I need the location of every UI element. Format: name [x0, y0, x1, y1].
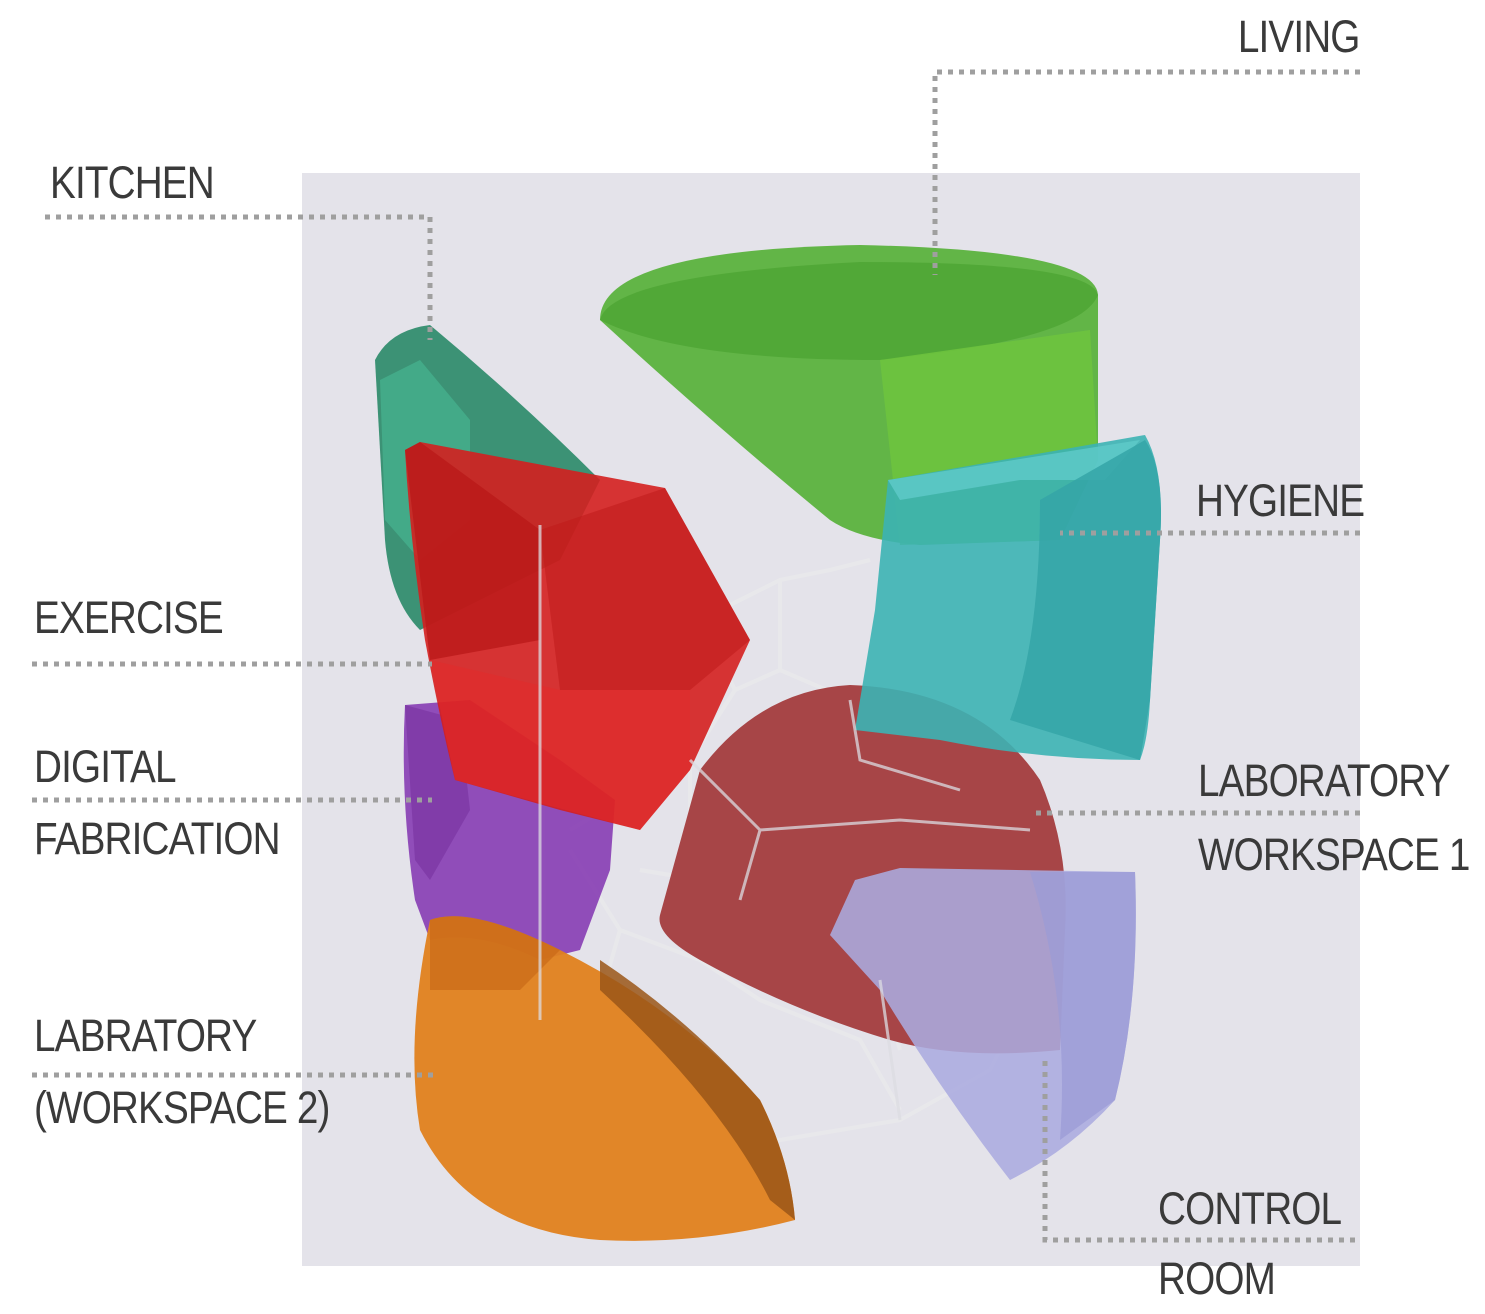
- hygiene-volume: [855, 435, 1161, 760]
- wireframe-overlay: [538, 525, 1031, 1121]
- label-labratory-workspace-2-line2: (WORKSPACE 2): [34, 1082, 330, 1133]
- leader-kitchen: [45, 214, 433, 340]
- exercise-volume: [405, 442, 750, 830]
- leader-control-room: [1042, 1060, 1355, 1243]
- label-digital-fabrication-line2: FABRICATION: [34, 813, 281, 864]
- label-hygiene: HYGIENE: [1196, 475, 1365, 526]
- label-control-room-line2: ROOM: [1158, 1253, 1276, 1304]
- label-kitchen: KITCHEN: [50, 157, 215, 208]
- label-exercise: EXERCISE: [34, 592, 224, 643]
- control-room-volume: [830, 868, 1136, 1180]
- label-living: LIVING: [1238, 11, 1361, 62]
- label-laboratory-workspace-1-line2: WORKSPACE 1: [1198, 829, 1470, 880]
- leader-lines: [32, 69, 1360, 1243]
- label-digital-fabrication-line1: DIGITAL: [34, 741, 177, 792]
- label-laboratory-workspace-1-line1: LABORATORY: [1198, 755, 1451, 806]
- label-labratory-workspace-2-line1: LABRATORY: [34, 1010, 257, 1061]
- label-control-room-line1: CONTROL: [1158, 1183, 1342, 1234]
- labratory-workspace-2-volume: [414, 916, 795, 1241]
